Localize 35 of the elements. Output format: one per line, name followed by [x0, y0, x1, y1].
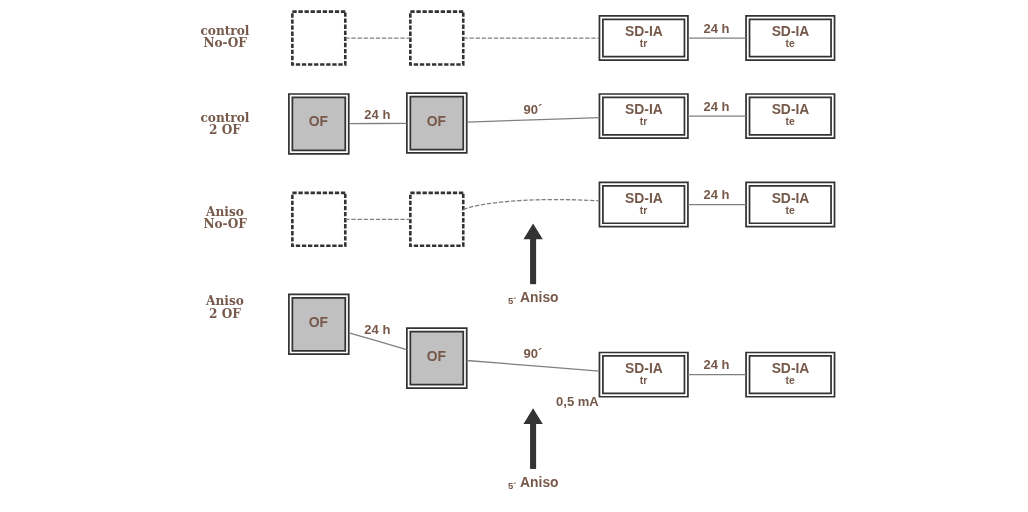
- node-box: [409, 191, 465, 248]
- node-label: 5´: [507, 479, 517, 491]
- connector: [344, 37, 411, 39]
- connector: [348, 122, 408, 125]
- connector: [687, 115, 747, 117]
- connector: [466, 116, 601, 123]
- edge-label: 90´: [523, 346, 543, 362]
- node-box: [291, 10, 347, 66]
- arrow: [523, 223, 543, 285]
- label: control No-OF: [200, 23, 250, 50]
- label: control 2 OF: [200, 110, 250, 137]
- connector: [348, 332, 408, 351]
- node-box: [409, 10, 465, 66]
- arrow: [523, 408, 543, 469]
- node-box: [291, 191, 347, 248]
- node-text: Aniso: [520, 474, 559, 491]
- edge-label: 24 h: [703, 357, 730, 373]
- connector: [687, 37, 747, 39]
- edge-label: 24 h: [703, 20, 730, 36]
- connector: [344, 218, 411, 220]
- edge-label: 24 h: [364, 106, 391, 122]
- node-label: 5´: [507, 295, 517, 307]
- label: Aniso No-OF: [203, 205, 247, 232]
- connector: [462, 198, 600, 210]
- connector: [463, 37, 600, 39]
- connector: [466, 359, 601, 372]
- connector: [687, 203, 747, 206]
- edge-label: 24 h: [703, 187, 730, 203]
- edge-label: 24 h: [703, 98, 730, 114]
- node-text: Aniso: [520, 289, 559, 306]
- edge-label: 24 h: [364, 321, 391, 337]
- node-label: 0,5 mA: [556, 394, 599, 410]
- connector: [687, 374, 747, 376]
- edge-label: 90´: [523, 101, 543, 117]
- label: Aniso 2 OF: [206, 294, 244, 321]
